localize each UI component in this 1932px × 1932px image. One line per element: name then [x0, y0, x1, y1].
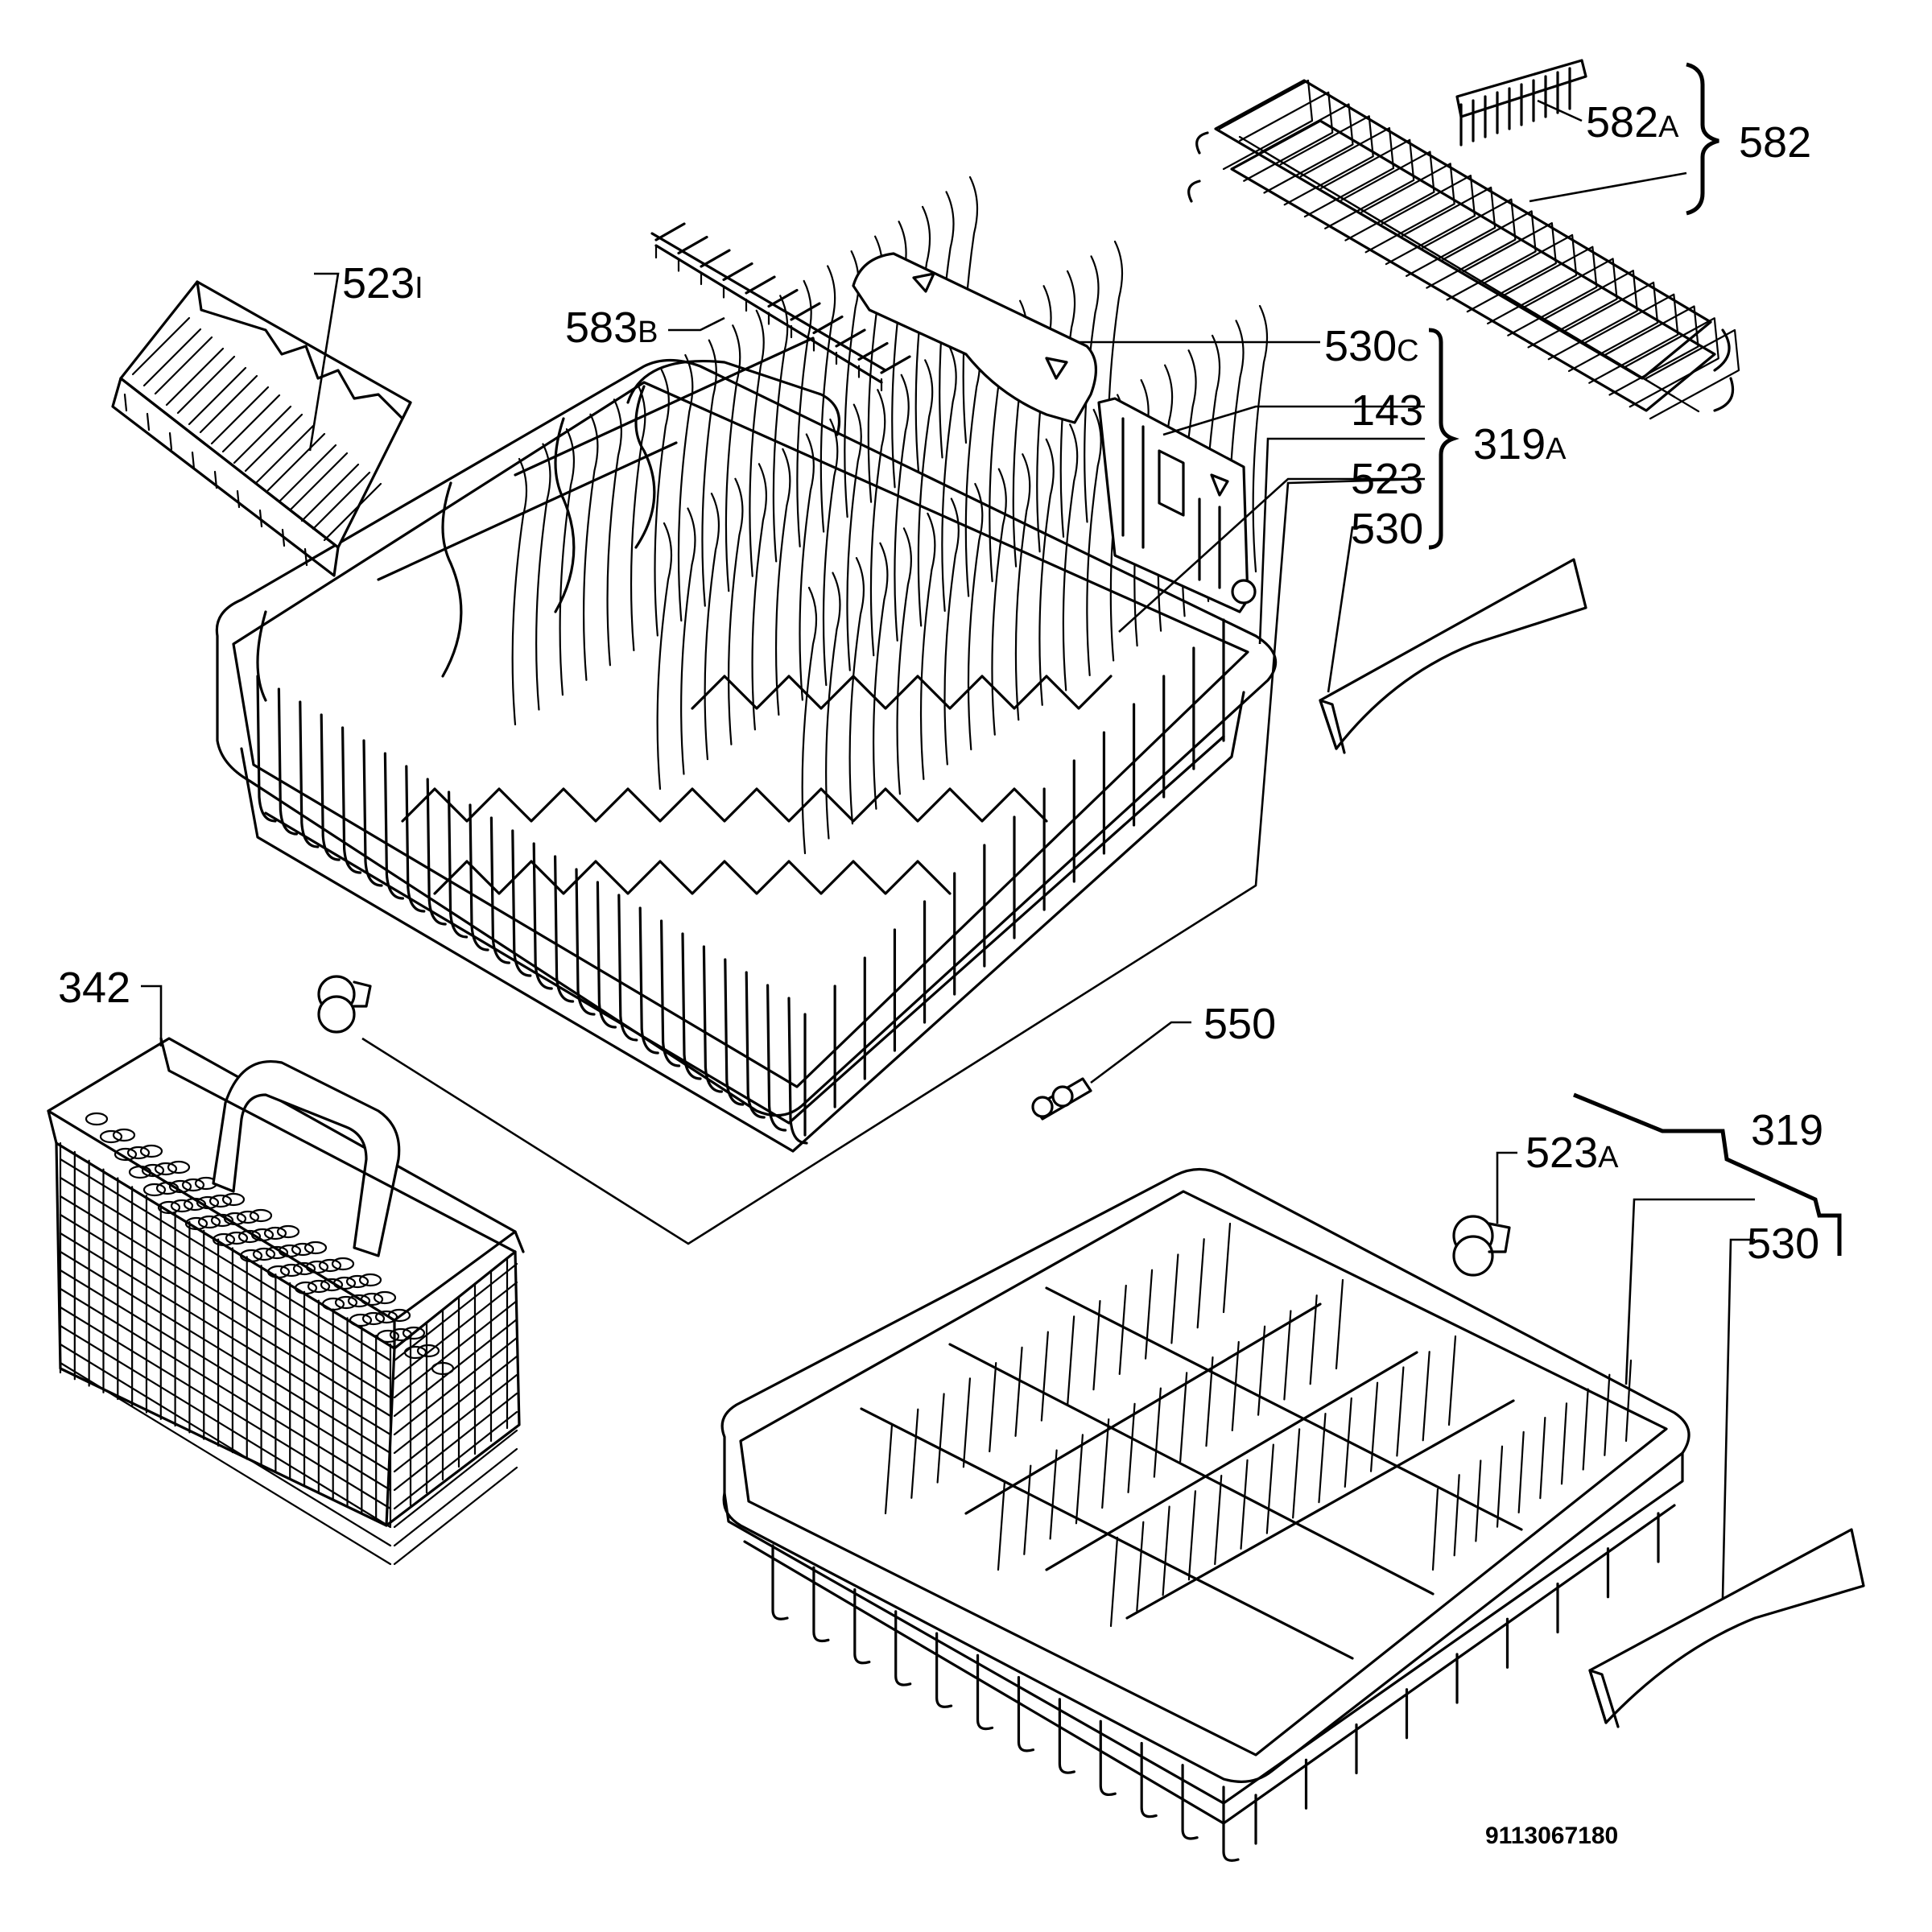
wheel-523a: [1452, 1215, 1511, 1277]
pin-550: [1031, 1077, 1092, 1121]
label-582a: 582A: [1586, 98, 1679, 147]
upper-basket: [215, 175, 1278, 1153]
lower-basket: [720, 1167, 1690, 1862]
rail-530-upper: [1319, 558, 1587, 754]
upper-cup-rack-582: [1187, 59, 1740, 420]
drawing-number: 9113067180: [1485, 1823, 1618, 1849]
clip-143: [1097, 397, 1257, 613]
label-143: 143: [1351, 386, 1423, 435]
leader-lines: [141, 99, 1755, 1599]
label-523: 523: [1351, 455, 1423, 503]
comb-583b: [650, 222, 911, 392]
wheel-upper-left: [317, 975, 372, 1034]
part-labels: 523I 583B 530C 143 319A 523 530 582A 582…: [58, 98, 1823, 1849]
handle-530c: [852, 252, 1098, 424]
label-550: 550: [1203, 1000, 1276, 1048]
group-brackets: [1428, 62, 1842, 1256]
label-530-lower: 530: [1747, 1220, 1819, 1268]
tine-insert-523i: [111, 280, 412, 577]
label-523i: 523I: [342, 259, 423, 308]
label-523a: 523A: [1525, 1129, 1619, 1177]
label-530-upper: 530: [1351, 505, 1423, 553]
label-319a: 319A: [1473, 420, 1567, 469]
label-582: 582: [1739, 118, 1811, 167]
label-319: 319: [1751, 1106, 1823, 1154]
rail-530-lower: [1588, 1528, 1865, 1728]
label-583b: 583B: [565, 303, 658, 352]
label-342: 342: [58, 964, 130, 1012]
label-530c: 530C: [1324, 322, 1419, 370]
cutlery-basket-342: [47, 1037, 525, 1566]
